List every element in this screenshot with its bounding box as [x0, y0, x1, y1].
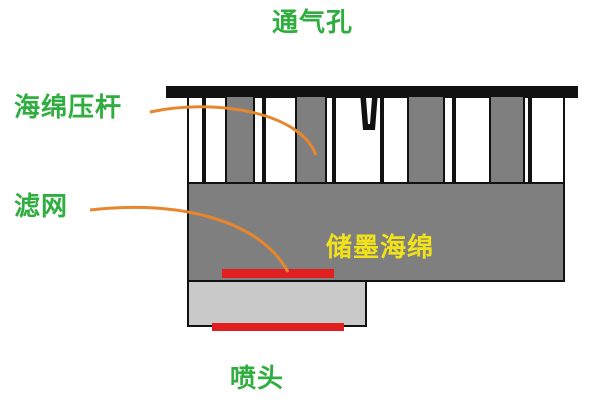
nozzle-opening — [212, 323, 344, 331]
separator-wall — [202, 96, 206, 183]
ink-sponge-block — [187, 182, 565, 282]
nozzle-label: 喷头 — [230, 364, 285, 394]
leader-line-sponge-rod — [149, 105, 318, 156]
sponge-rod — [489, 95, 525, 184]
separator-wall — [262, 96, 266, 183]
separator-wall — [380, 96, 384, 183]
sponge-rod — [407, 95, 445, 184]
sponge-rod — [295, 95, 327, 184]
vent-hole-label: 通气孔 — [272, 8, 354, 38]
separator-wall — [452, 96, 456, 183]
filter-screen — [222, 269, 334, 278]
filter-label: 滤网 — [14, 192, 69, 222]
sponge-rod-label: 海绵压杆 — [14, 93, 123, 123]
vent-hole-gap — [366, 98, 372, 124]
separator-wall — [332, 96, 336, 183]
nozzle-block — [187, 280, 367, 327]
ink-sponge-label: 储墨海绵 — [326, 233, 435, 263]
leader-line-filter — [89, 206, 290, 273]
separator-wall — [528, 96, 532, 183]
